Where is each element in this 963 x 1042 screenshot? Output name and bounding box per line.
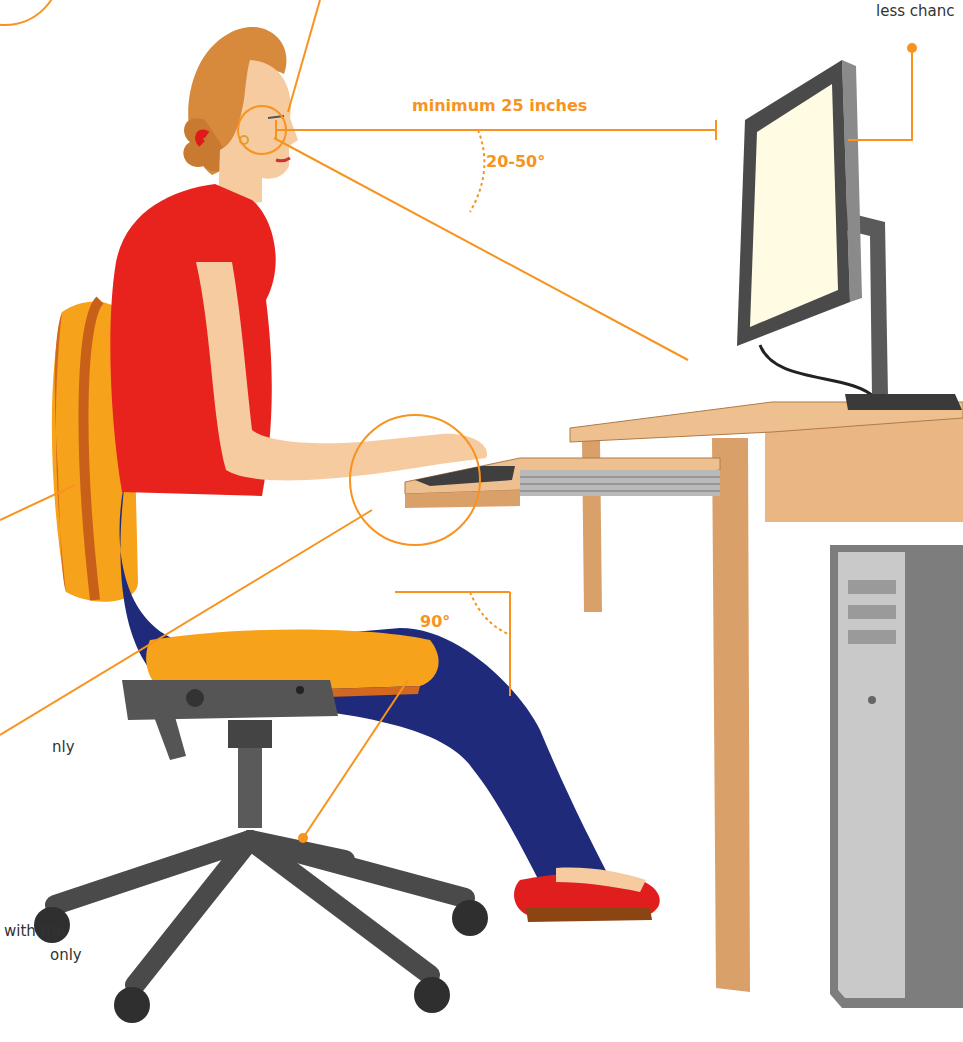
angle-label: 90° xyxy=(420,612,450,631)
chair-base xyxy=(250,840,430,975)
dimension-label: minimum 25 inches xyxy=(412,96,587,115)
guide-lines xyxy=(509,592,511,696)
guide-lines xyxy=(0,0,912,838)
monitor xyxy=(760,345,875,398)
desk xyxy=(765,418,963,522)
note-fragment: nly xyxy=(52,738,75,756)
guide-lines xyxy=(275,120,277,140)
chair-base xyxy=(296,686,304,694)
chair-base xyxy=(186,689,204,707)
person-body xyxy=(218,60,298,206)
monitor xyxy=(737,60,850,346)
monitor xyxy=(737,60,962,410)
chair-base xyxy=(238,748,262,828)
leader-dots xyxy=(298,43,917,843)
computer-tower xyxy=(830,545,963,1008)
chair-base xyxy=(150,706,186,760)
computer-tower xyxy=(848,605,896,619)
computer-tower xyxy=(848,630,896,644)
guide-lines xyxy=(350,415,480,545)
desk xyxy=(415,466,515,486)
guide-lines xyxy=(288,0,320,112)
desk xyxy=(405,490,520,508)
chair-base xyxy=(114,987,150,1023)
guide-lines xyxy=(0,0,60,25)
computer-tower xyxy=(848,580,896,594)
chair-base xyxy=(228,720,272,748)
guide-lines xyxy=(395,591,510,593)
guide-lines xyxy=(303,680,408,838)
note-fragment: with the xyxy=(4,922,65,940)
person-shoes xyxy=(556,868,646,892)
chair-base xyxy=(34,680,488,1023)
note-fragment: only xyxy=(50,946,82,964)
person-body xyxy=(276,158,290,161)
computer-tower xyxy=(830,545,963,1008)
angle-label: 20-50° xyxy=(486,152,545,171)
desk xyxy=(520,476,720,478)
monitor xyxy=(750,84,838,327)
desk xyxy=(712,438,750,992)
monitor xyxy=(845,394,962,410)
guide-lines xyxy=(276,129,716,131)
chair-base xyxy=(135,840,250,985)
guide-lines xyxy=(470,592,508,634)
leader-dots xyxy=(298,833,308,843)
guide-lines xyxy=(848,48,912,140)
chair-base xyxy=(250,840,465,898)
chair-base xyxy=(452,900,488,936)
leader-dots xyxy=(907,43,917,53)
guide-lines xyxy=(274,138,688,360)
note-fragment: less chanc xyxy=(876,2,955,20)
chair-backrest xyxy=(55,312,66,592)
desk xyxy=(520,483,720,485)
chair-backrest xyxy=(84,300,100,600)
computer-tower xyxy=(868,696,876,704)
chair-base xyxy=(250,840,345,860)
person-hair xyxy=(199,133,207,144)
guide-lines xyxy=(0,510,372,735)
person-shoes xyxy=(526,908,652,922)
desk xyxy=(520,490,720,492)
person-body xyxy=(120,480,612,898)
guide-lines xyxy=(470,130,484,212)
guide-lines xyxy=(0,485,75,520)
computer-tower xyxy=(838,552,905,998)
chair-base xyxy=(414,977,450,1013)
guide-lines xyxy=(715,120,717,140)
person-body xyxy=(196,262,487,480)
person-shoes xyxy=(514,868,660,922)
desk xyxy=(520,470,720,496)
